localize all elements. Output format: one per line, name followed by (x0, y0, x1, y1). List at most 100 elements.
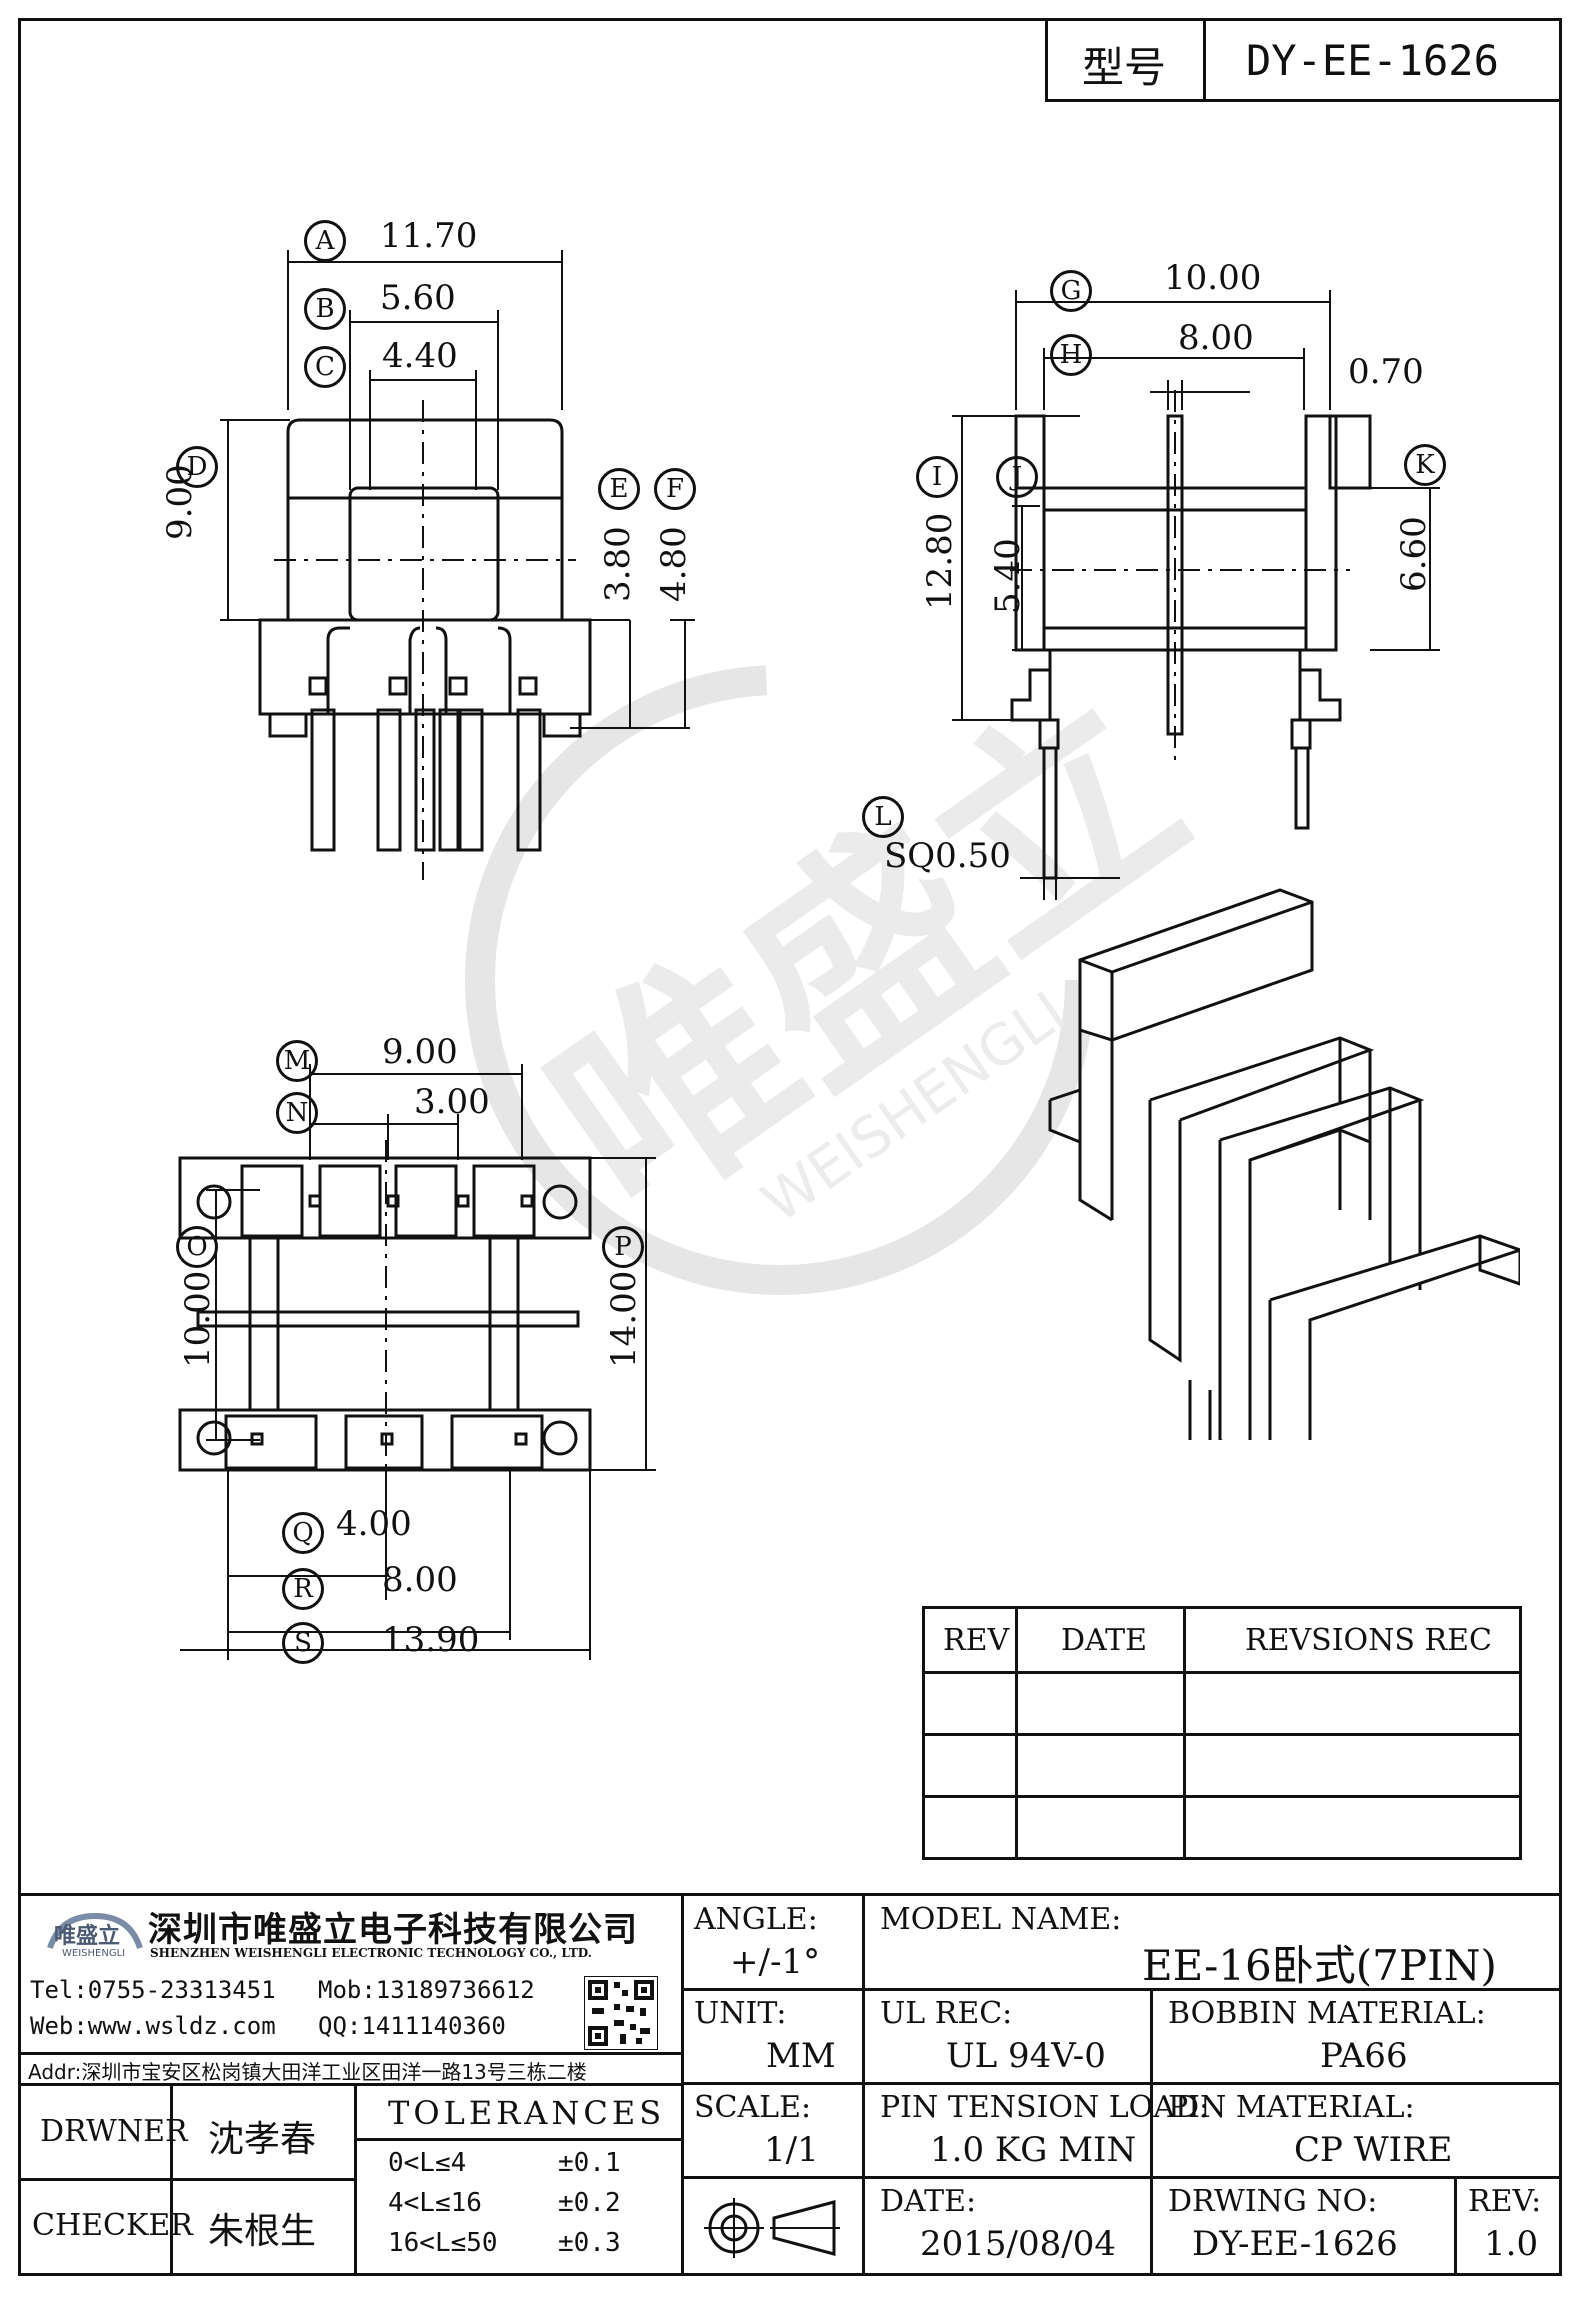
side-view (952, 290, 1440, 900)
dim-C-value: 4.40 (382, 336, 458, 376)
drawer-label: DRWNER (40, 2114, 188, 2149)
tag-M: M (276, 1040, 318, 1082)
tag-B: B (304, 288, 346, 330)
front-view (220, 250, 695, 880)
tag-J: J (996, 456, 1038, 498)
tag-H: H (1050, 334, 1092, 376)
tag-Q: Q (282, 1512, 324, 1554)
tag-R: R (282, 1568, 324, 1610)
model-name-label: MODEL NAME: (880, 1902, 1122, 1937)
company-address: Addr:深圳市宝安区松岗镇大田洋工业区田洋一路13号三栋二楼 (28, 2060, 587, 2084)
tol-value-1: ±0.1 (558, 2148, 621, 2178)
tag-N: N (276, 1092, 318, 1134)
pin-tension-label: PIN TENSION LOAD: (880, 2090, 1210, 2125)
dim-O-value: 10.00 (178, 1270, 218, 1368)
tol-value-3: ±0.3 (558, 2228, 621, 2258)
dim-S-value: 13.90 (382, 1620, 480, 1660)
tag-D: D (176, 446, 218, 488)
title-block: 唯盛立 WEISHENGLI 深圳市唯盛立电子科技有限公司 SHENZHEN W… (18, 1893, 1562, 2276)
dim-B-value: 5.60 (380, 278, 456, 318)
pin-material-value: CP WIRE (1294, 2130, 1453, 2170)
checker-name: 朱根生 (208, 2211, 317, 2252)
rec-col-header: REVSIONS REC (1245, 1623, 1492, 1658)
people-area: DRWNER 沈孝春 CHECKER 朱根生 TOLERANCES 0<L≤4 … (18, 2086, 684, 2276)
dim-M-value: 9.00 (382, 1032, 458, 1072)
angle-value: +/-1° (730, 1942, 821, 1982)
revision-table: REV DATE REVSIONS REC (922, 1606, 1522, 1860)
company-tel: Tel:0755-23313451 (30, 1976, 276, 2004)
unit-value: MM (766, 2036, 836, 2076)
ul-rec-value: UL 94V-0 (946, 2036, 1106, 2076)
tag-A: A (304, 220, 346, 262)
company-name-en: SHENZHEN WEISHENGLI ELECTRONIC TECHNOLOG… (150, 1946, 592, 1960)
tag-P: P (602, 1226, 644, 1268)
scale-label: SCALE: (694, 2090, 812, 2125)
qr-code-icon (584, 1976, 658, 2050)
tol-range-1: 0<L≤4 (388, 2148, 467, 2178)
tag-F: F (654, 468, 696, 510)
pin-material-label: PIN MATERIAL: (1168, 2090, 1415, 2125)
drawing-no-label: DRWING NO: (1168, 2184, 1378, 2219)
tol-range-3: 16<L≤50 (388, 2228, 498, 2258)
dim-F-value: 4.80 (654, 526, 694, 602)
company-web: Web:www.wsldz.com (30, 2012, 276, 2040)
company-name-cn: 深圳市唯盛立电子科技有限公司 (148, 1910, 638, 1950)
dim-N-value: 3.00 (414, 1082, 490, 1122)
company-area: 唯盛立 WEISHENGLI 深圳市唯盛立电子科技有限公司 SHENZHEN W… (18, 1896, 684, 2086)
unit-label: UNIT: (694, 1996, 787, 2031)
tag-K: K (1404, 444, 1446, 486)
rev-col-header: REV (943, 1623, 1010, 1658)
dim-G-value: 10.00 (1164, 258, 1262, 298)
dim-K-value: 6.60 (1394, 516, 1434, 592)
tag-I: I (916, 456, 958, 498)
dim-L-value: SQ0.50 (884, 836, 1011, 876)
date-col-header: DATE (1061, 1623, 1147, 1658)
drawer-name: 沈孝春 (208, 2119, 317, 2160)
dim-D-value: 9.00 (160, 464, 200, 540)
checker-label: CHECKER (32, 2208, 193, 2243)
dim-J-value: 5.40 (988, 538, 1028, 614)
dim-Q-value: 4.00 (336, 1504, 412, 1544)
dim-A-value: 11.70 (380, 216, 478, 256)
dim-R-value: 8.00 (382, 1560, 458, 1600)
bottom-view (178, 1064, 656, 1660)
company-mob: Mob:13189736612 (318, 1976, 535, 2004)
angle-label: ANGLE: (694, 1902, 818, 1937)
drawing-frame (18, 18, 1562, 2276)
rev-label: REV: (1468, 2184, 1542, 2219)
tol-range-2: 4<L≤16 (388, 2188, 482, 2218)
date-value: 2015/08/04 (920, 2224, 1116, 2264)
bobbin-material-value: PA66 (1320, 2036, 1408, 2076)
tag-O: O (176, 1226, 218, 1268)
tolerances-title: TOLERANCES (388, 2094, 666, 2132)
ul-rec-label: UL REC: (880, 1996, 1013, 2031)
logo-en: WEISHENGLI (62, 1948, 126, 1959)
tag-S: S (282, 1622, 324, 1664)
dim-P-value: 14.00 (604, 1270, 644, 1368)
logo-cn: 唯盛立 (54, 1924, 121, 1949)
drawing-no-value: DY-EE-1626 (1192, 2224, 1398, 2264)
rev-value: 1.0 (1484, 2224, 1539, 2264)
dim-E-value: 3.80 (598, 526, 638, 602)
projection-symbol-icon (704, 2198, 840, 2258)
scale-value: 1/1 (764, 2130, 819, 2170)
dim-070-value: 0.70 (1348, 352, 1424, 392)
pin-tension-value: 1.0 KG MIN (930, 2130, 1137, 2170)
header-type-label: 型号 (1082, 43, 1167, 92)
header-type-box: 型号 DY-EE-1626 (1045, 20, 1560, 102)
tag-C: C (304, 346, 346, 388)
spec-grid: ANGLE: +/-1° MODEL NAME: EE-16卧式(7PIN) U… (684, 1896, 1559, 2276)
tol-value-2: ±0.2 (558, 2188, 621, 2218)
company-logo-icon (47, 1912, 143, 1949)
model-name-value: EE-16卧式(7PIN) (1142, 1941, 1497, 1990)
isometric-view (1048, 888, 1520, 1440)
tag-E: E (598, 468, 640, 510)
dim-H-value: 8.00 (1178, 318, 1254, 358)
tag-G: G (1050, 270, 1092, 312)
company-qq: QQ:1411140360 (318, 2012, 506, 2040)
date-label: DATE: (880, 2184, 977, 2219)
header-type-value: DY-EE-1626 (1246, 36, 1499, 85)
tag-L: L (862, 796, 904, 838)
dim-I-value: 12.80 (920, 512, 960, 610)
header-type-label-cell (1048, 20, 1206, 99)
